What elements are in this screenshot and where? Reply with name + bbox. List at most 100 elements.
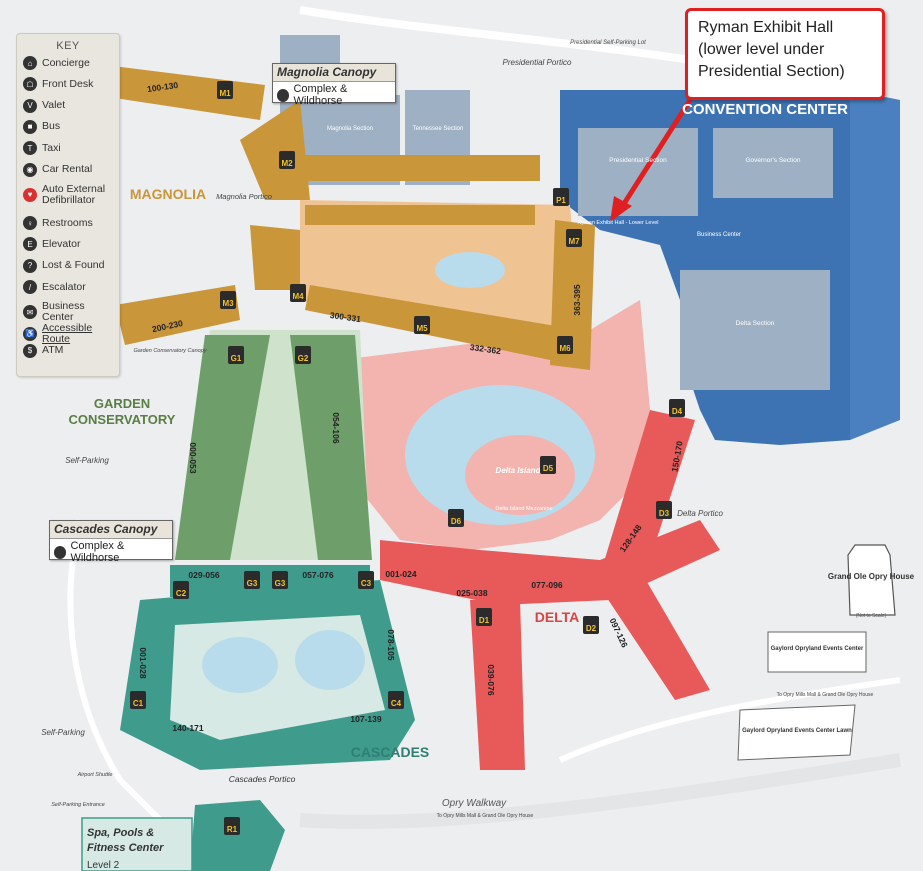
atm-icon: $ [23,343,37,358]
room-range-label: 001-024 [385,569,416,579]
garden-area-label-2: CONSERVATORY [69,412,176,427]
spa-label-box [81,817,193,871]
magnolia-mid-corridor [305,205,535,225]
elevator-badge[interactable]: G2 [295,346,311,364]
elevator-badge[interactable]: D2 [583,616,599,634]
elevator-badge-box [669,399,685,417]
key-item: /Escalator [23,280,86,294]
concierge-icon: ⌂ [23,56,37,70]
elevator-badge[interactable]: C3 [358,571,374,589]
elevator-badge[interactable]: D1 [476,608,492,626]
magnolia-pond [435,252,505,288]
ryman-callout: Ryman Exhibit Hall (lower level under Pr… [685,8,885,100]
presidential-section[interactable] [578,128,698,216]
room-range-label: 000-053 [188,442,198,473]
grand-ole-opry-label: Grand Ole Opry House [828,572,915,581]
elevator-badge[interactable]: M7 [566,229,582,247]
elevator-badge[interactable]: D3 [656,501,672,519]
elevator-badge-box [279,151,295,169]
grand-ole-opry-house[interactable] [847,544,896,616]
front-desk-icon: ☖ [23,77,37,92]
magnolia-canopy-sub-label: Complex & Wildhorse [293,83,348,107]
cascades-canopy-box[interactable]: Cascades Canopy Complex & Wildhorse [49,520,173,564]
magnolia-wing-200 [115,285,240,345]
valet-icon: V [23,98,37,113]
ryman-label: Ryman Exhibit Hall - Lower Level [577,220,658,226]
elevator-badge-box [540,456,556,474]
magnolia-section-label: Magnolia Section [327,126,373,132]
cascades-canopy-sub-label: Complex & Wildhorse [70,540,125,564]
aed-icon: ♥ [23,187,37,202]
elevator-badge-box [173,581,189,599]
business-center-label: Business Center [697,232,741,238]
key-item: ?Lost & Found [23,258,104,273]
elevator-badge-label: M6 [559,344,571,353]
elevator-badge-box [476,608,492,626]
accessible-route-icon: ♿ [23,326,37,341]
room-range-label: 300-331 [329,310,362,324]
tennessee-section-label: Tennessee Section [413,126,464,132]
elevator-badge-box [553,188,569,206]
callout-line-1: Ryman Exhibit Hall [698,19,834,36]
events-center[interactable] [767,631,867,673]
road [558,677,901,763]
cascades-canopy-sub: Complex & Wildhorse [54,540,172,564]
room-range-labels: 100-130200-230300-331332-362363-395000-0… [138,80,685,733]
key-item-label: Accessible Route [42,321,93,345]
magnolia-canopy-box[interactable]: Magnolia Canopy Complex & Wildhorse [272,63,396,107]
presidential-self-parking-label: Presidential Self-Parking Lot [570,40,646,46]
room-range-label: 077-096 [531,580,562,590]
elevator-badge[interactable]: C1 [130,691,146,709]
elevator-badge[interactable]: M5 [414,316,430,334]
magnolia-m3-block [250,225,300,290]
elevator-badge[interactable]: M3 [220,291,236,309]
elevator-badge[interactable]: R1 [224,817,240,835]
elevator-icon: E [23,237,37,252]
escalator-icon: / [23,280,37,294]
elevator-badge[interactable]: M2 [279,151,295,169]
elevator-badge-label: G3 [247,579,258,588]
road [299,6,691,64]
elevator-badge[interactable]: G3 [272,571,288,589]
elevator-badge-box [566,229,582,247]
room-range-label: 078-105 [386,629,396,660]
magnolia-core [240,100,310,200]
elevator-badge[interactable]: G1 [228,346,244,364]
elevator-badge[interactable]: C4 [388,691,404,709]
elevator-badge[interactable]: D4 [669,399,685,417]
room-range-label: 039-076 [486,664,496,695]
key-item-label: Restrooms [42,216,93,229]
elevator-badge[interactable]: M6 [557,336,573,354]
elevator-badge[interactable]: M1 [217,81,233,99]
elevator-badge[interactable]: M4 [290,284,306,302]
elevator-badge[interactable]: G3 [244,571,260,589]
elevator-badge-box [224,817,240,835]
restrooms-icon: ♀ [23,216,37,231]
elevator-badge-box [244,571,260,589]
room-range-label: 025-038 [456,588,487,598]
magnolia-wing-363 [550,220,595,370]
elevator-badge[interactable]: D5 [540,456,556,474]
elevator-badge-label: D6 [451,517,462,526]
events-center-lawn-label: Gaylord Opryland Events Center Lawn [742,728,852,734]
governors-section[interactable] [713,128,833,198]
events-center-lawn[interactable] [737,704,856,761]
elevator-badge[interactable]: D6 [448,509,464,527]
elevator-badge-box [130,691,146,709]
delta-section[interactable] [680,270,830,390]
callout-line-2: (lower level under [698,41,825,58]
delta-island[interactable] [465,435,575,515]
bus-icon [277,88,290,102]
key-item-label: Front Desk [42,77,94,90]
cascades-canopy-title: Cascades Canopy [50,521,172,539]
room-range-label: 057-076 [302,570,333,580]
elevator-badge[interactable]: P1 [553,188,569,206]
key-item: ♥Auto External Defibrillator [23,183,112,206]
callout-arrow-line [617,98,693,212]
elevator-badge[interactable]: C2 [173,581,189,599]
